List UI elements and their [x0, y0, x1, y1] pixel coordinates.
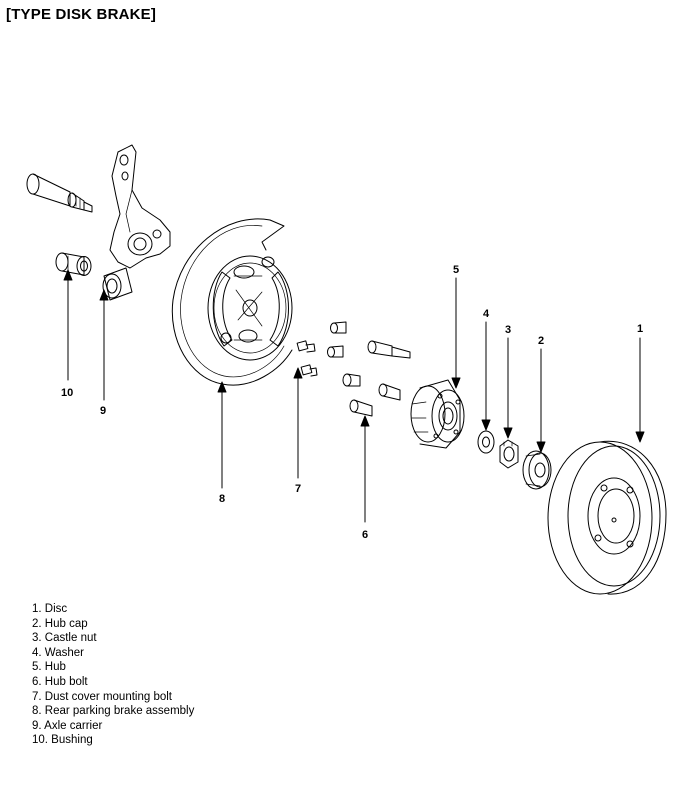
callout-9: 9	[100, 405, 106, 417]
legend-item-hub: 5. Hub	[32, 661, 66, 674]
callout-1: 1	[637, 323, 643, 335]
legend-item-bushing: 10. Bushing	[32, 734, 93, 747]
rear-parking-brake-assembly-part	[171, 218, 293, 386]
callout-4: 4	[483, 308, 490, 320]
legend-item-washer: 4. Washer	[32, 646, 84, 659]
exploded-view-diagram: 1 2 3 4 5 6 7 8 9 10	[26, 144, 667, 595]
legend-item-castle-nut: 3. Castle nut	[32, 632, 97, 645]
legend-item-dust-cover-mounting-bolt: 7. Dust cover mounting bolt	[32, 690, 172, 703]
callout-2: 2	[538, 335, 544, 347]
bushing-part	[55, 252, 92, 276]
parts-legend: 1. Disc 2. Hub cap 3. Castle nut 4. Wash…	[32, 602, 194, 748]
legend-item-disc: 1. Disc	[32, 603, 68, 615]
callout-3: 3	[505, 324, 511, 336]
legend-item-axle-carrier: 9. Axle carrier	[32, 719, 103, 732]
axle-shaft-part	[26, 173, 93, 213]
callout-6: 6	[362, 529, 368, 541]
callout-10: 10	[61, 387, 73, 399]
castle-nut-part	[499, 439, 519, 469]
leader-lines	[63, 269, 645, 523]
page-title: [TYPE DISK BRAKE]	[6, 6, 157, 23]
hub-bolt-part	[327, 321, 411, 417]
callout-7: 7	[295, 483, 301, 495]
axle-carrier-part	[102, 144, 171, 301]
legend-item-rear-parking-brake-assembly: 8. Rear parking brake assembly	[32, 705, 195, 718]
hub-cap-part	[522, 450, 552, 490]
washer-part	[477, 430, 495, 454]
legend-item-hub-cap: 2. Hub cap	[32, 617, 88, 630]
callout-5: 5	[453, 264, 459, 276]
dust-cover-mounting-bolt-part	[296, 340, 318, 377]
legend-item-hub-bolt: 6. Hub bolt	[32, 675, 88, 688]
hub-part	[410, 379, 465, 449]
callout-8: 8	[219, 493, 225, 505]
disc-part	[547, 440, 667, 595]
